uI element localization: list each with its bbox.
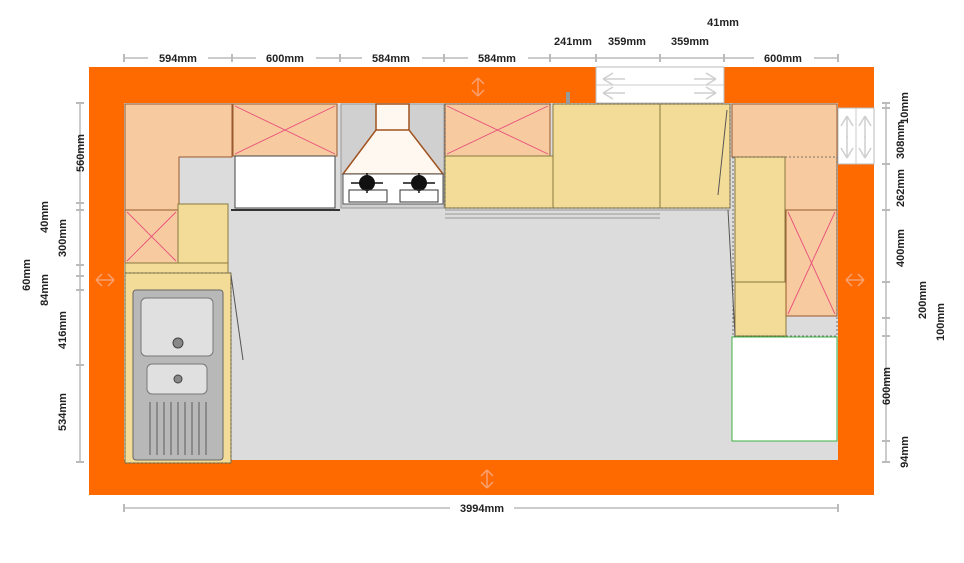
wall-unit-right[interactable]: [785, 209, 838, 317]
base-cabinet-left-strip[interactable]: [124, 262, 229, 274]
dim-right-3: 262mm: [895, 169, 907, 207]
double-sink-icon[interactable]: [132, 289, 224, 461]
base-cabinet-right[interactable]: [734, 156, 786, 283]
dim-top-4: 584mm: [478, 53, 516, 65]
door-icon[interactable]: [837, 107, 875, 165]
door-swing-right: [727, 209, 736, 336]
right-run-outline: [732, 156, 838, 337]
dim-right-5: 200mm: [917, 281, 929, 319]
dim-top-1: 594mm: [159, 53, 197, 65]
dim-right-2: 308mm: [895, 121, 907, 159]
base-cabinet-right-lower[interactable]: [734, 281, 787, 337]
fridge-space[interactable]: [731, 336, 838, 442]
wall-unit-top-2[interactable]: [444, 103, 551, 157]
door-swing-top: [717, 109, 728, 196]
dim-left-3: 300mm: [57, 219, 69, 257]
wall-unit-left[interactable]: [124, 209, 179, 264]
dim-left-4: 60mm: [21, 259, 33, 291]
dim-right-8: 94mm: [899, 436, 911, 468]
top-run-outline: [444, 103, 731, 209]
wall-move-arrows: [95, 77, 865, 489]
dim-top-6: 359mm: [608, 36, 646, 48]
dim-top-7: 359mm: [671, 36, 709, 48]
base-cabinet-top-1[interactable]: [444, 155, 554, 209]
base-cabinet-left[interactable]: [177, 203, 229, 273]
dim-top-8: 41mm: [707, 17, 739, 29]
dim-top-2: 600mm: [266, 53, 304, 65]
base-cabinet-top-3[interactable]: [659, 103, 731, 209]
base-cabinet-top-2[interactable]: [552, 103, 661, 209]
door-swing-left: [230, 274, 244, 361]
dim-top-5: 241mm: [554, 36, 592, 48]
window-icon[interactable]: [595, 66, 725, 104]
dim-left-2: 40mm: [39, 201, 51, 233]
dim-bottom-total: 3994mm: [460, 503, 504, 515]
dim-left-1: 560mm: [75, 134, 87, 172]
dim-right-7: 600mm: [881, 367, 893, 405]
dim-right-1: 10mm: [899, 92, 911, 124]
worktop-edge-lines: [445, 209, 730, 219]
dim-right-4: 400mm: [895, 229, 907, 267]
dim-left-6: 416mm: [57, 311, 69, 349]
dim-left-7: 534mm: [57, 393, 69, 431]
tap-marker: [566, 92, 570, 104]
dim-left-5: 84mm: [39, 274, 51, 306]
gas-hob-icon[interactable]: [342, 173, 444, 205]
dim-right-6: 100mm: [935, 303, 947, 341]
appliance-top-left[interactable]: [234, 155, 336, 209]
wall-unit-top-1[interactable]: [232, 103, 338, 157]
dim-top-3: 584mm: [372, 53, 410, 65]
dim-top-9: 600mm: [764, 53, 802, 65]
sink-run-outline: [124, 272, 232, 464]
